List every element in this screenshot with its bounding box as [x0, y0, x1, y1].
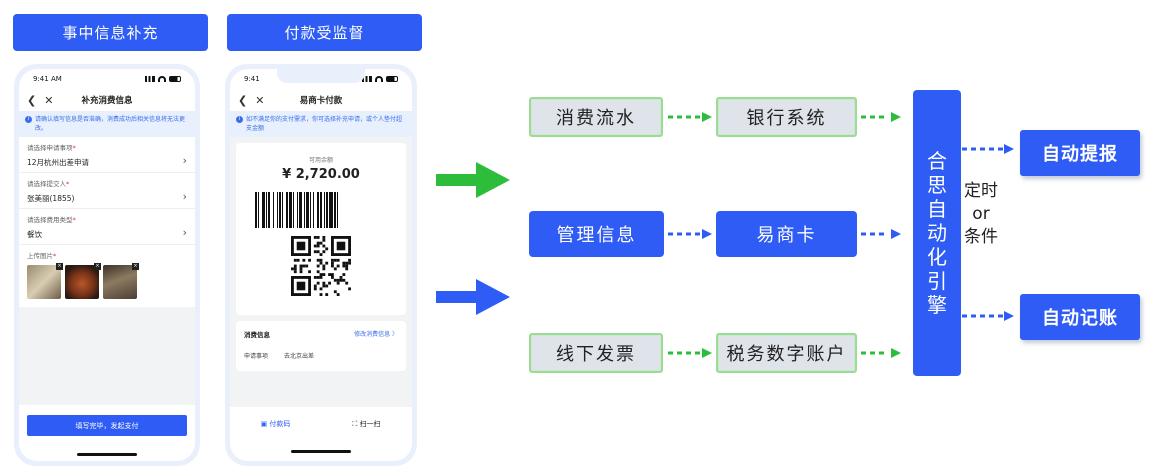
battery-icon — [169, 76, 181, 82]
field-label: 请选择申请事项 — [27, 144, 73, 152]
field-label: 请选择提交人 — [27, 180, 66, 188]
balance-label: 可用余额 — [308, 157, 333, 164]
condition-label: 定时or条件 — [964, 181, 998, 247]
field-expense-type[interactable]: 请选择费用类型* 餐饮 › — [19, 209, 195, 245]
uploaded-photo[interactable]: × — [103, 263, 139, 299]
box-management-info: 管理信息 — [529, 211, 664, 257]
phone-supplement: 9:41 AM ❮ ✕ 补充消费信息 i 请确认填写信息是否准确，消费成功后相关… — [14, 64, 200, 466]
payment-code-card: 可用余额 ¥ 2,720.00 — [236, 143, 406, 315]
tab-bar: ▣ 付款码 ⛶ 扫一扫 — [230, 407, 412, 461]
dotted-arrow-icon — [962, 144, 1014, 154]
dotted-arrow-icon — [668, 229, 712, 239]
edit-expense-link[interactable]: 修改消费信息 〉 — [354, 331, 398, 338]
info-key: 申请事项 — [244, 353, 269, 360]
tab-scan[interactable]: ⛶ 扫一扫 — [321, 407, 412, 461]
uploaded-photo[interactable]: × — [65, 263, 101, 299]
wifi-icon — [375, 76, 383, 82]
auto-bookkeeping-output: 自动记账 — [1020, 294, 1140, 340]
box-bank-system: 银行系统 — [716, 97, 857, 137]
back-icon[interactable]: ❮ — [27, 93, 37, 107]
close-icon[interactable]: ✕ — [255, 93, 265, 107]
dotted-arrow-icon — [668, 348, 712, 358]
notice-text: 请确认填写信息是否准确，消费成功后相关信息将无法更改。 — [35, 116, 186, 132]
remove-icon[interactable]: × — [56, 263, 63, 270]
remove-icon[interactable]: × — [94, 263, 101, 270]
notch — [277, 69, 365, 83]
auto-submit-output: 自动提报 — [1020, 130, 1140, 176]
box-consumption-flow: 消费流水 — [529, 97, 663, 137]
signal-icon — [362, 76, 372, 82]
field-value: 餐饮 — [27, 230, 42, 239]
blue-arrow-icon — [436, 279, 510, 315]
signal-icon — [145, 76, 155, 82]
green-arrow-icon — [436, 162, 510, 198]
chevron-right-icon: › — [182, 154, 187, 167]
notice-banner: i 如不满足你的支付需求，你可选择补充申请，或个人垫付超支金额 — [230, 111, 412, 137]
upload-list: × × × — [27, 263, 187, 299]
dotted-arrow-icon — [861, 112, 901, 122]
info-value: 去北京出差 — [284, 353, 315, 360]
phone-screen: 9:41 ❮ ✕ 易商卡付款 i 如不满足你的支付需求，你可选择补充申请，或个人… — [230, 69, 412, 461]
tab-pay-code[interactable]: ▣ 付款码 — [230, 407, 321, 461]
tag-payment-supervised: 付款受监督 — [227, 14, 422, 51]
field-label: 请选择费用类型 — [27, 216, 73, 224]
status-bar: 9:41 — [230, 69, 412, 89]
box-tax-digital-account: 税务数字账户 — [716, 333, 857, 373]
field-upload: 上传图片* × × × — [19, 245, 195, 307]
field-application[interactable]: 请选择申请事项* 12月杭州出差申请 › — [19, 137, 195, 173]
notice-text: 如不满足你的支付需求，你可选择补充申请，或个人垫付超支金额 — [246, 116, 403, 132]
close-icon[interactable]: ✕ — [44, 93, 54, 107]
dotted-arrow-icon — [861, 348, 901, 358]
tag-info-supplement: 事中信息补充 — [13, 14, 208, 51]
scan-icon: ⛶ — [352, 420, 360, 428]
nav-bar: ❮ ✕ 易商卡付款 — [230, 89, 412, 111]
field-value: 张美丽(1855) — [27, 194, 75, 203]
info-title: 消费信息 — [244, 331, 270, 339]
qr-code[interactable] — [291, 236, 351, 296]
back-icon[interactable]: ❮ — [238, 93, 248, 107]
tab-label: 付款码 — [269, 420, 291, 428]
battery-icon — [386, 76, 398, 82]
dotted-arrow-icon — [861, 229, 901, 239]
box-offline-invoice: 线下发票 — [529, 333, 663, 373]
status-time: 9:41 — [244, 75, 260, 83]
tab-label: 扫一扫 — [359, 420, 381, 428]
box-yishang-card: 易商卡 — [716, 211, 857, 257]
info-icon: i — [25, 116, 32, 123]
home-indicator — [291, 450, 351, 453]
status-icons — [362, 76, 398, 82]
qr-icon: ▣ — [260, 420, 270, 428]
status-time: 9:41 AM — [33, 75, 62, 83]
form: 请选择申请事项* 12月杭州出差申请 › 请选择提交人* 张美丽(1855) ›… — [19, 137, 195, 307]
field-submitter[interactable]: 请选择提交人* 张美丽(1855) › — [19, 173, 195, 209]
nav-bar: ❮ ✕ 补充消费信息 — [19, 89, 195, 111]
status-icons — [145, 76, 181, 82]
home-indicator — [77, 453, 137, 456]
phone-payment: 9:41 ❮ ✕ 易商卡付款 i 如不满足你的支付需求，你可选择补充申请，或个人… — [225, 64, 417, 466]
chevron-right-icon: › — [182, 190, 187, 203]
status-bar: 9:41 AM — [19, 69, 195, 89]
footer: 填写完毕，发起支付 — [19, 405, 195, 461]
phone-screen: 9:41 AM ❮ ✕ 补充消费信息 i 请确认填写信息是否准确，消费成功后相关… — [19, 69, 195, 461]
automation-engine: 合思自动化引擎 — [913, 90, 961, 376]
submit-pay-button[interactable]: 填写完毕，发起支付 — [27, 415, 187, 436]
engine-label: 合思自动化引擎 — [927, 149, 947, 317]
notice-banner: i 请确认填写信息是否准确，消费成功后相关信息将无法更改。 — [19, 111, 195, 137]
info-icon: i — [236, 116, 243, 123]
balance-value: ¥ 2,720.00 — [282, 167, 360, 182]
upload-label: 上传图片 — [27, 252, 53, 260]
expense-info-card: 消费信息 修改消费信息 〉 申请事项 去北京出差 — [236, 321, 406, 371]
barcode[interactable] — [255, 192, 387, 228]
uploaded-photo[interactable]: × — [27, 263, 63, 299]
field-value: 12月杭州出差申请 — [27, 158, 90, 167]
dotted-arrow-icon — [962, 311, 1014, 321]
wifi-icon — [158, 76, 166, 82]
dotted-arrow-icon — [668, 112, 712, 122]
chevron-right-icon: › — [182, 226, 187, 239]
remove-icon[interactable]: × — [132, 263, 139, 270]
